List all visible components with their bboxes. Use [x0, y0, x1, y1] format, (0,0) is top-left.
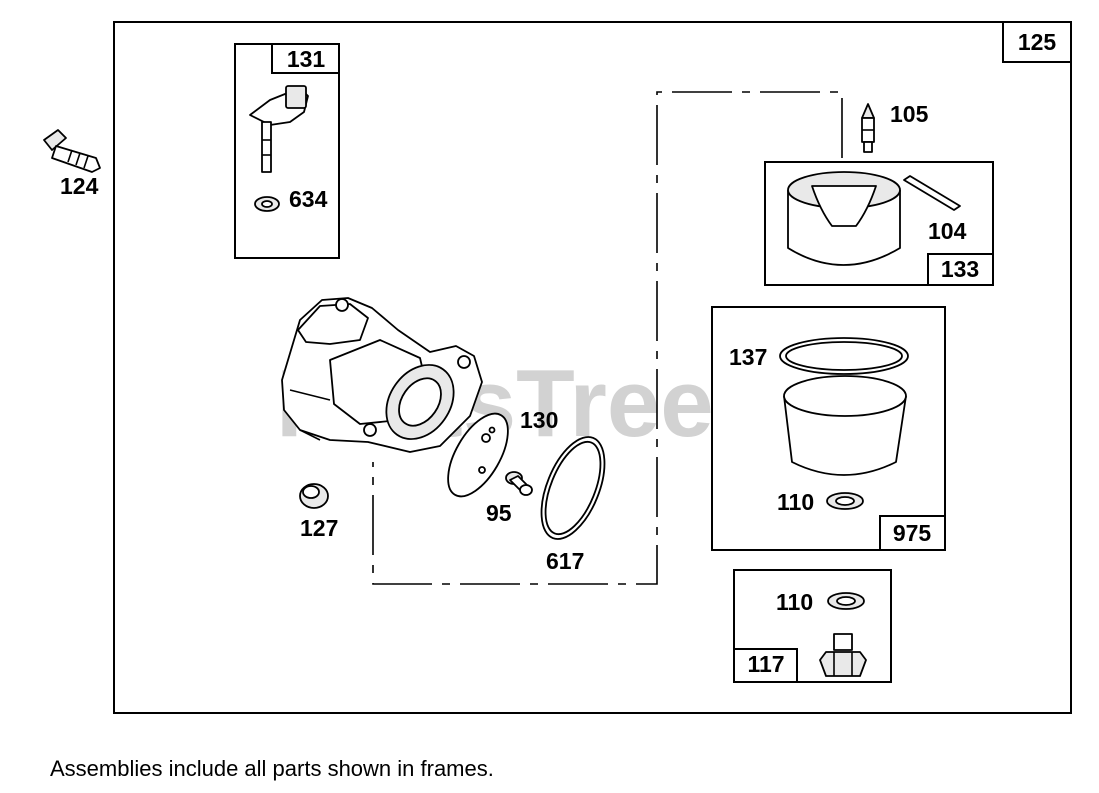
parts-diagram: 125 PartsTree 131 634 124 105 133 [43, 21, 1072, 714]
frame-125-tag [1002, 21, 1072, 63]
footnote: Assemblies include all parts shown in fr… [50, 756, 494, 781]
frame-117 [733, 569, 892, 683]
needle-105-part[interactable] [861, 103, 875, 153]
washer-110-b-part[interactable] [827, 592, 865, 610]
label-137[interactable]: 137 [729, 344, 767, 370]
label-95[interactable]: 95 [486, 500, 512, 526]
label-125[interactable]: 125 [1018, 29, 1057, 55]
label-634[interactable]: 634 [289, 186, 328, 212]
label-124[interactable]: 124 [60, 173, 99, 199]
label-110-b[interactable]: 110 [776, 589, 813, 615]
frame-133-tag [927, 253, 994, 286]
gasket-130-part[interactable] [436, 404, 520, 506]
frame-131-tag [271, 43, 340, 74]
float-133-part[interactable] [787, 171, 901, 266]
screw-95-part[interactable] [505, 471, 533, 496]
label-104[interactable]: 104 [928, 218, 967, 244]
label-117[interactable]: 117 [747, 651, 784, 677]
frame-131 [234, 43, 340, 259]
frame-117-tag [733, 648, 798, 683]
frame-975 [711, 306, 946, 551]
frame-133 [764, 161, 994, 286]
bowl-975-part[interactable] [783, 375, 907, 476]
label-131[interactable]: 131 [287, 46, 326, 72]
frame-125 [113, 21, 1072, 714]
carburetor-body-part[interactable] [281, 297, 483, 453]
label-975[interactable]: 975 [893, 520, 932, 546]
oring-137-part[interactable] [779, 337, 909, 375]
bowl-nut-117-part[interactable] [819, 633, 867, 677]
frame-975-tag [879, 515, 946, 551]
label-105[interactable]: 105 [890, 101, 929, 127]
label-127[interactable]: 127 [300, 515, 338, 541]
connector-line [372, 91, 843, 585]
ring-617-part[interactable] [529, 428, 618, 548]
label-617[interactable]: 617 [546, 548, 584, 574]
pin-104-part[interactable] [903, 175, 961, 211]
bolt-124-part[interactable] [43, 129, 101, 173]
plug-127-part[interactable] [299, 483, 329, 509]
label-133[interactable]: 133 [941, 256, 979, 282]
label-130[interactable]: 130 [520, 407, 558, 433]
washer-110-a-part[interactable] [826, 492, 864, 510]
seal-634-part[interactable] [254, 196, 280, 212]
throttle-shaft-part[interactable] [249, 85, 309, 173]
label-110-a[interactable]: 110 [777, 489, 814, 515]
